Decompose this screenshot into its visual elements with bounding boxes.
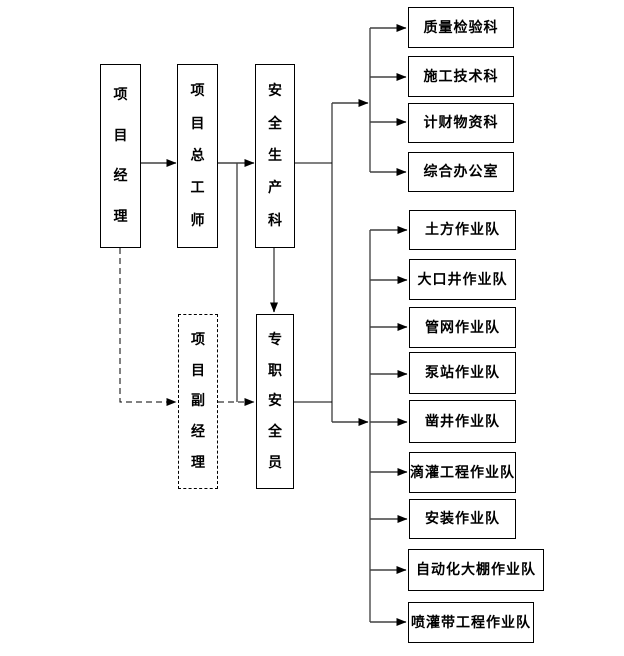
- node-chief-engineer: 项目总工师: [177, 64, 218, 248]
- node-project-manager: 项目经理: [100, 64, 141, 248]
- node-quality-inspection-dept: 质量检验科: [408, 7, 514, 48]
- node-earthwork-team: 土方作业队: [409, 210, 516, 250]
- node-automated-greenhouse-team: 自动化大棚作业队: [408, 549, 544, 591]
- node-safety-production-dept: 安全生产科: [255, 64, 295, 248]
- node-sprinkler-belt-team: 喷灌带工程作业队: [408, 602, 534, 643]
- node-pump-station-team: 泵站作业队: [409, 352, 516, 394]
- node-construction-technology-dept: 施工技术科: [408, 56, 514, 97]
- node-well-drilling-team: 凿井作业队: [409, 400, 516, 443]
- node-full-time-safety-officer: 专职安全员: [256, 314, 294, 489]
- node-drip-irrigation-team: 滴灌工程作业队: [409, 452, 516, 493]
- node-deputy-project-manager: 项目副经理: [178, 314, 218, 489]
- node-general-office: 综合办公室: [408, 152, 514, 192]
- node-pipe-network-team: 管网作业队: [409, 307, 516, 348]
- dashed-manager-to-deputy: [119, 248, 177, 406]
- node-installation-team: 安装作业队: [409, 499, 516, 539]
- node-finance-materials-dept: 计财物资科: [408, 103, 514, 143]
- node-large-well-team: 大口井作业队: [409, 259, 516, 300]
